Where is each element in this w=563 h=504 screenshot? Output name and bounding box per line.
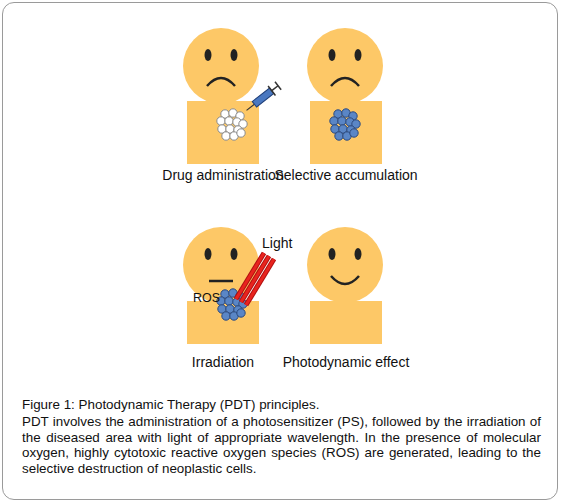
step-label: Selective accumulation <box>270 167 422 183</box>
figure-caption: Figure 1: Photodynamic Therapy (PDT) pri… <box>22 397 541 413</box>
light-beam <box>236 253 274 305</box>
cell-cluster <box>330 109 360 140</box>
face <box>307 227 383 303</box>
light-label: Light <box>262 235 322 251</box>
step-label: Photodynamic effect <box>270 354 422 370</box>
face <box>183 28 259 104</box>
face <box>307 28 383 104</box>
caption-body: PDT involves the administration of a pho… <box>22 414 541 476</box>
ros-label: ROS <box>193 291 220 305</box>
body-box: Selective accumulation <box>310 101 382 164</box>
body-box: ROSIrradiation <box>187 301 259 344</box>
cell-cluster <box>217 289 247 320</box>
syringe-symbol <box>243 81 282 115</box>
body-box: Drug administration <box>187 101 259 164</box>
cell-cluster <box>217 109 247 140</box>
step-label: Irradiation <box>147 354 299 370</box>
body-box: Photodynamic effect <box>310 301 382 344</box>
